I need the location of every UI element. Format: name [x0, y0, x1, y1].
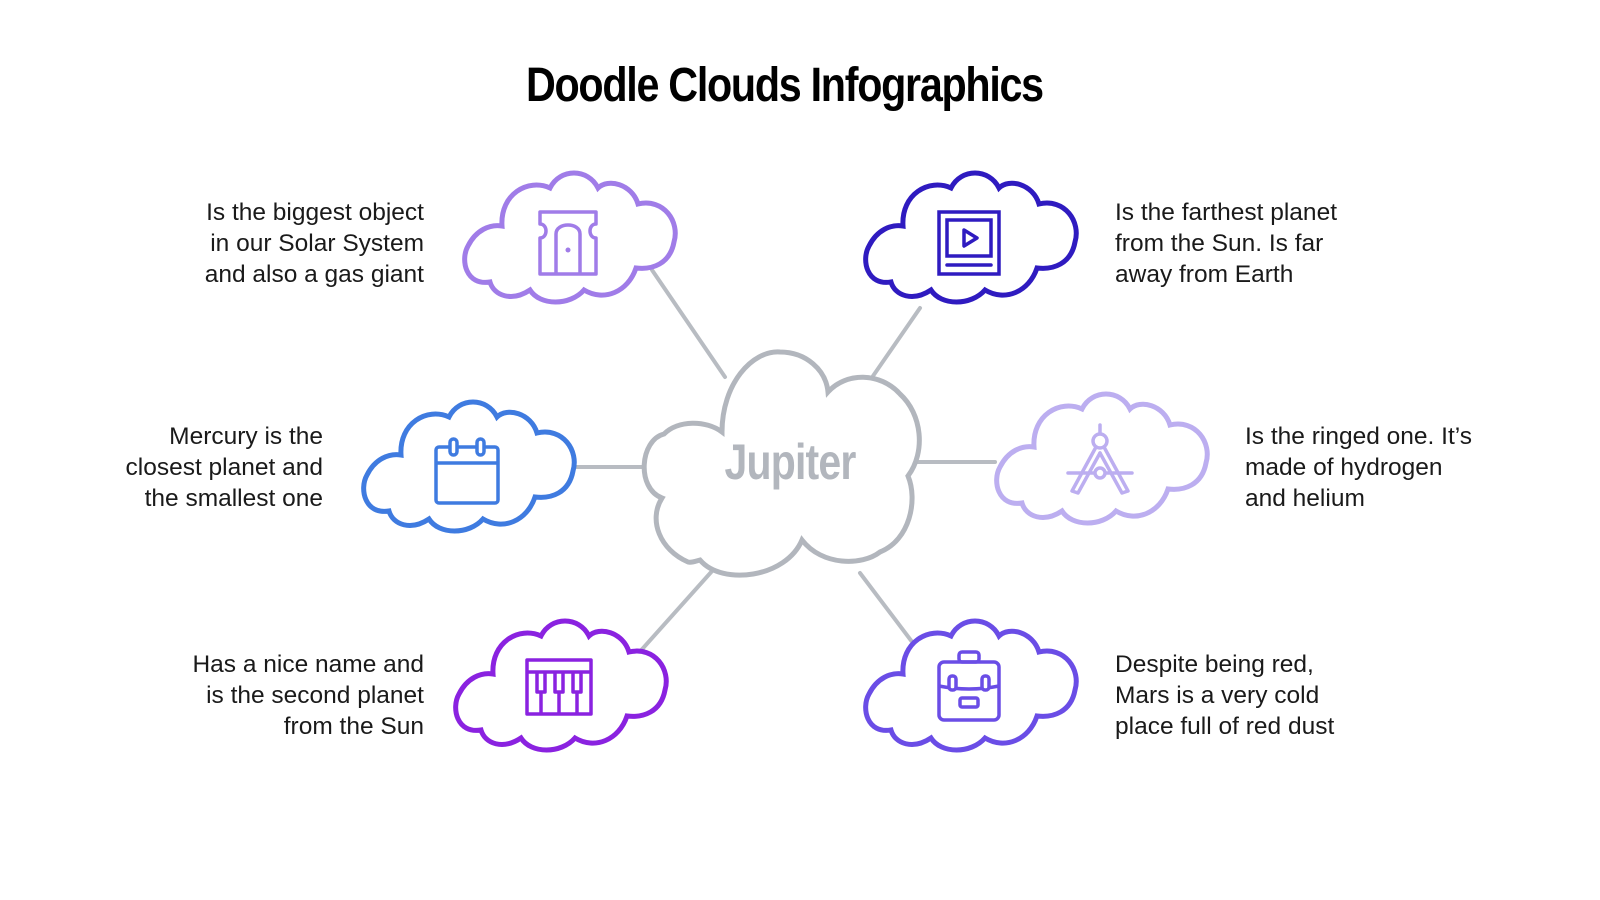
node-text-middle-right: Is the ringed one. It’s made of hydrogen…: [1245, 423, 1472, 512]
video-player-icon: [937, 210, 1001, 276]
pencil-sharpener-icon: [538, 210, 598, 276]
calendar-icon: [434, 437, 500, 505]
piano-keys-icon: [525, 658, 593, 716]
node-text-middle-left: Mercury is the closest planet and the sm…: [125, 423, 324, 512]
node-text-top-right: Is the farthest planet from the Sun. Is …: [1115, 199, 1337, 288]
cloud-bottom-left: [456, 621, 667, 750]
cloud-middle-left: [364, 402, 575, 531]
cloud-middle-right: [997, 394, 1208, 523]
cloud-top-left: [465, 173, 676, 302]
connector-bottom-left: [634, 568, 715, 658]
drawing-compass-icon: [1066, 423, 1134, 495]
connector-top-left: [650, 268, 727, 379]
connector-top-right: [871, 306, 922, 378]
node-text-top-left: Is the biggest object in our Solar Syste…: [204, 199, 424, 288]
cloud-bottom-right: [866, 621, 1077, 750]
page-title: Doodle Clouds Infographics: [525, 59, 1044, 112]
cloud-top-right: [866, 173, 1077, 302]
central-cloud: [641, 349, 922, 578]
connector-bottom-right: [858, 571, 924, 657]
center-node-label: Jupiter: [724, 434, 857, 490]
briefcase-icon: [937, 650, 1001, 722]
node-text-bottom-left: Has a nice name and is the second planet…: [192, 651, 424, 740]
connectors: [573, 268, 997, 658]
node-text-bottom-right: Despite being red, Mars is a very cold p…: [1115, 651, 1335, 740]
